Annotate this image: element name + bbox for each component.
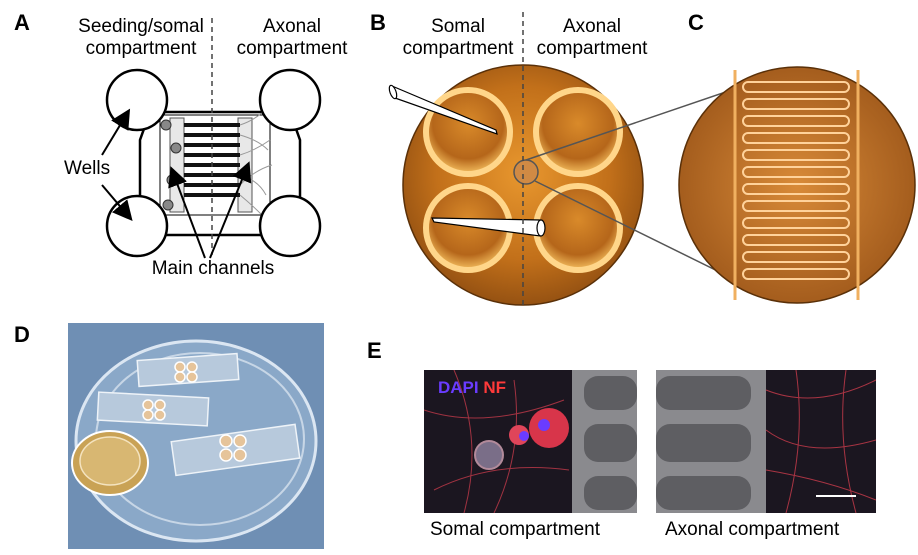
panel-a-left-title: Seeding/somal compartment [66,16,216,60]
panel-a-letter: A [14,10,30,35]
dapi-label: DAPI [438,378,479,397]
wells-arrow-down [101,184,133,222]
panel-b-right-title: Axonal compartment [528,16,656,60]
panel-b-left-title-line2: compartment [402,38,514,59]
panel-b-letter: B [370,10,386,35]
panel-b-right-title-line2: compartment [536,38,648,59]
pipette-tips [388,84,546,237]
panel-a-left-title-line2: compartment [85,38,197,59]
somal-micrograph [424,370,637,513]
channels-arrow-left [168,166,206,259]
mini-devices [142,361,247,462]
panel-a-left-title-line1: Seeding/somal [78,16,204,37]
panel-b-left-title-line1: Somal [431,16,485,37]
wells-arrow-up [101,108,131,156]
stain-legend: DAPI NF [438,378,506,398]
well-bottom-right [258,194,322,258]
panel-a-right-title-line1: Axonal [262,16,322,37]
somal-caption: Somal compartment [430,519,601,540]
main-channels-label: Main channels [151,258,275,279]
zoom-line-top [525,81,756,161]
channels-arrow-right [209,161,252,259]
panel-e-letter: E [367,338,382,363]
zoom-grooves [742,81,850,280]
panel-b-left-title: Somal compartment [396,16,520,60]
glass-slides [96,352,301,477]
nf-label: NF [483,378,507,397]
wells-label: Wells [64,158,111,179]
axonal-micrograph [656,370,876,513]
axonal-caption: Axonal compartment [665,519,840,540]
panel-a-right-title-line2: compartment [236,38,348,59]
panel-a-right-title: Axonal compartment [226,16,358,60]
well-top-right [258,68,322,132]
petri-dish-photo [68,323,324,549]
panel-d-letter: D [14,322,30,347]
panel-c-letter: C [688,10,704,35]
panel-b-right-title-line1: Axonal [562,16,622,37]
zoom-spot [513,159,539,185]
